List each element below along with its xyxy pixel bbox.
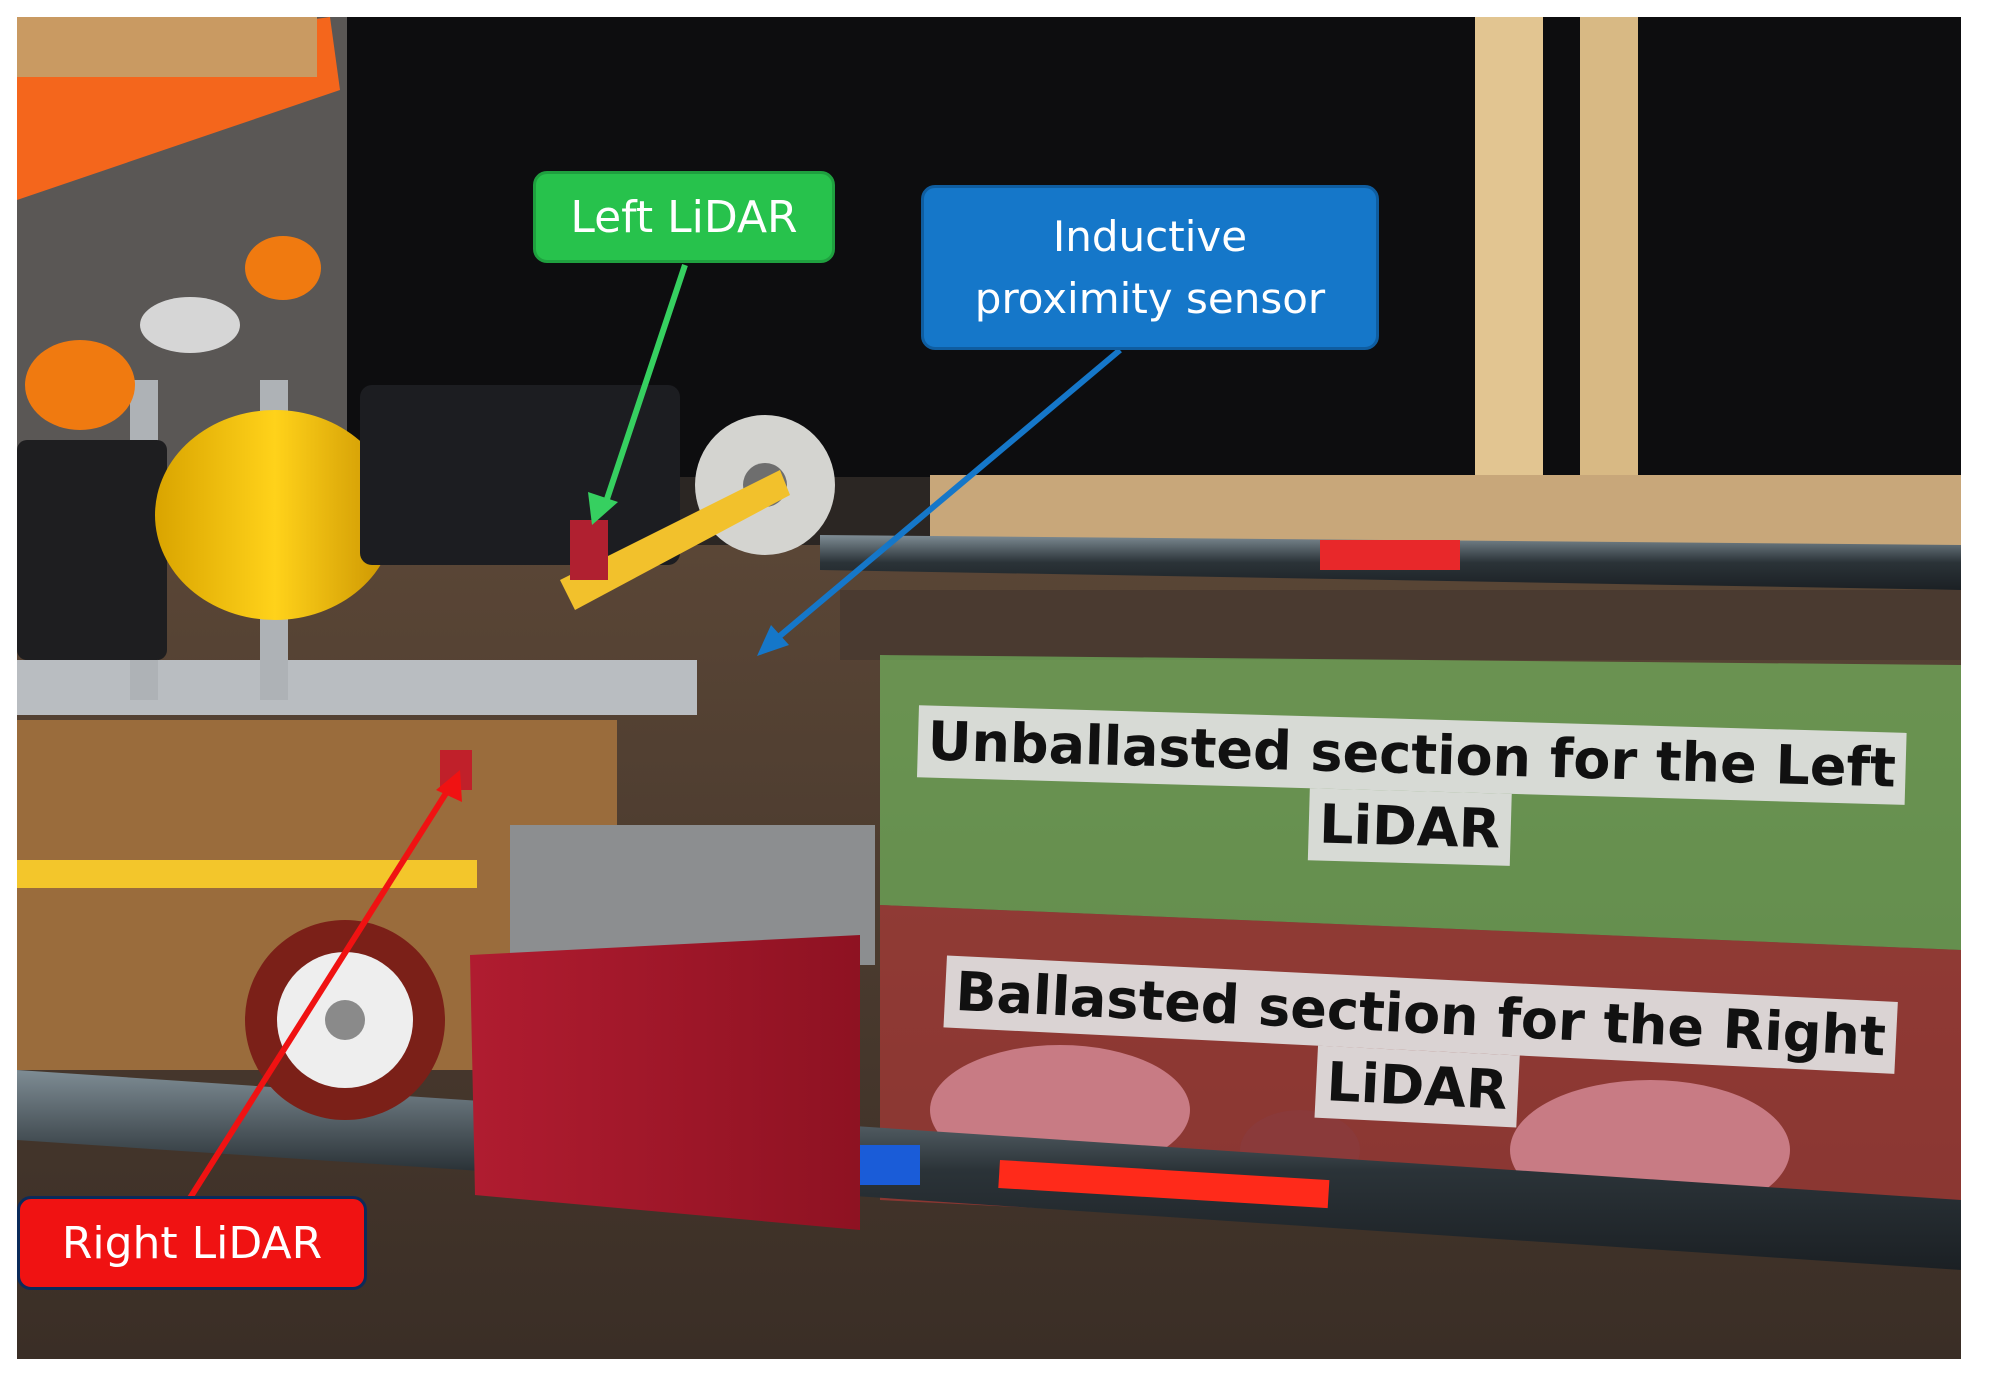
left-lidar-arrow <box>602 264 688 506</box>
yellow-air-tank <box>155 410 395 620</box>
black-case <box>17 440 167 660</box>
inductive-line-2: proximity sensor <box>974 273 1326 323</box>
orange-beacon <box>245 236 321 300</box>
inductive-proximity-sensor-label: Inductive proximity sensor <box>921 185 1379 350</box>
rail-tape-red-lower <box>998 1160 1330 1209</box>
rail-tape-blue-lower <box>860 1145 920 1185</box>
inductive-proximity-sensor-label-text: Inductive proximity sensor <box>975 206 1325 330</box>
trolley-frame-bar <box>17 660 697 715</box>
left-lidar-label-text: Left LiDAR <box>570 191 798 243</box>
left-lidar-label: Left LiDAR <box>533 171 835 263</box>
right-lidar-label: Right LiDAR <box>17 1196 367 1290</box>
left-lidar-arrowhead <box>588 492 618 525</box>
trolley <box>17 236 875 1230</box>
sleeper <box>840 590 1961 660</box>
proximity-arrow <box>773 347 1122 643</box>
ballasted-caption-line-2: LiDAR <box>1314 1045 1520 1128</box>
sensor-arm <box>560 470 790 610</box>
black-pelican-case <box>360 385 680 565</box>
right-lidar-arrowhead <box>436 770 462 802</box>
wooden-post-right <box>1580 17 1638 537</box>
red-enclosure <box>470 935 860 1230</box>
unballasted-caption-line-2: LiDAR <box>1308 788 1512 866</box>
shelf-plank <box>17 17 317 77</box>
orange-beacon <box>25 340 135 430</box>
right-lidar-label-text: Right LiDAR <box>61 1217 323 1269</box>
proximity-arrowhead <box>757 625 789 656</box>
white-beacon <box>140 297 240 353</box>
wooden-post-left <box>1475 17 1543 537</box>
rail-tape-red <box>1320 540 1460 570</box>
inductive-line-1: Inductive <box>1052 211 1248 261</box>
wooden-base-board <box>930 475 1961 545</box>
trolley-yellow-rail <box>17 860 477 888</box>
unballasted-section-caption: Unballasted section for the Left LiDAR <box>904 705 1918 877</box>
right-lidar-arrow <box>187 788 451 1200</box>
left-lidar-sensor <box>570 520 608 580</box>
